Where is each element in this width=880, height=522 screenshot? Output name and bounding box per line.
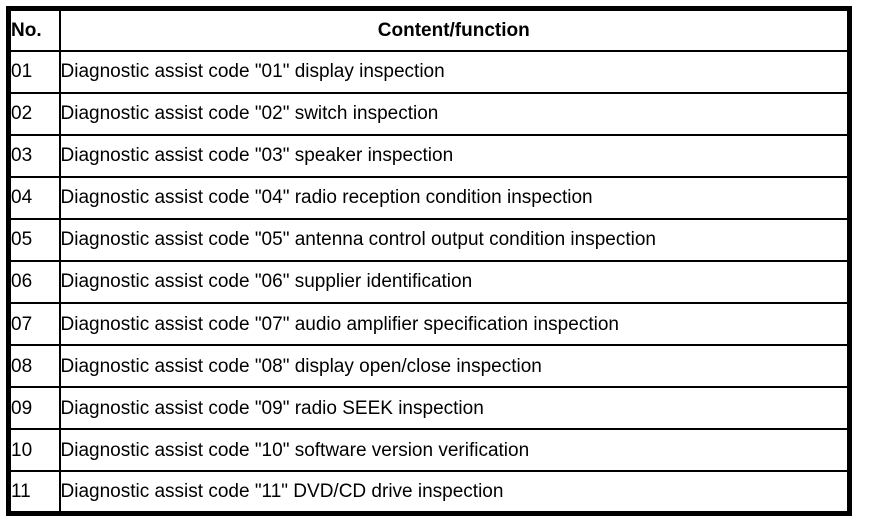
diagnostic-assist-code-table: No. Content/function 01 Diagnostic assis…	[6, 6, 852, 516]
row-content-cell: Diagnostic assist code "03" speaker insp…	[58, 133, 851, 178]
row-number-cell: 09	[7, 386, 61, 431]
table-row: 03 Diagnostic assist code "03" speaker i…	[7, 133, 851, 178]
header-content-function: Content/function	[58, 7, 851, 52]
table-row: 09 Diagnostic assist code "09" radio SEE…	[7, 386, 851, 431]
table-row: 06 Diagnostic assist code "06" supplier …	[7, 259, 851, 304]
row-number-cell: 06	[7, 259, 61, 304]
row-number-cell: 05	[7, 217, 61, 262]
table-row: 07 Diagnostic assist code "07" audio amp…	[7, 301, 851, 347]
table-row: 11 Diagnostic assist code "11" DVD/CD dr…	[7, 470, 851, 515]
row-content-cell: Diagnostic assist code "11" DVD/CD drive…	[58, 470, 851, 515]
row-content-cell: Diagnostic assist code "08" display open…	[58, 344, 851, 389]
row-number-cell: 11	[7, 470, 61, 515]
table-row: 08 Diagnostic assist code "08" display o…	[7, 344, 851, 389]
row-content-cell: Diagnostic assist code "01" display insp…	[58, 49, 851, 94]
row-content-cell: Diagnostic assist code "05" antenna cont…	[58, 217, 851, 262]
row-content-cell: Diagnostic assist code "07" audio amplif…	[58, 301, 851, 347]
row-number-cell: 08	[7, 344, 61, 389]
row-number-cell: 02	[7, 91, 61, 136]
table-row: 05 Diagnostic assist code "05" antenna c…	[7, 217, 851, 262]
table-header-row: No. Content/function	[7, 7, 851, 52]
table-row: 04 Diagnostic assist code "04" radio rec…	[7, 175, 851, 220]
row-number-cell: 03	[7, 133, 61, 178]
row-number-cell: 01	[7, 49, 61, 94]
row-number-cell: 07	[7, 301, 61, 347]
table-row: 10 Diagnostic assist code "10" software …	[7, 428, 851, 473]
row-content-cell: Diagnostic assist code "09" radio SEEK i…	[58, 386, 851, 431]
row-number-cell: 04	[7, 175, 61, 220]
table-row: 02 Diagnostic assist code "02" switch in…	[7, 91, 851, 136]
row-content-cell: Diagnostic assist code "10" software ver…	[58, 428, 851, 473]
row-content-cell: Diagnostic assist code "06" supplier ide…	[58, 259, 851, 304]
row-number-cell: 10	[7, 428, 61, 473]
header-no: No.	[7, 7, 61, 52]
row-content-cell: Diagnostic assist code "04" radio recept…	[58, 175, 851, 220]
table-row: 01 Diagnostic assist code "01" display i…	[7, 49, 851, 94]
row-content-cell: Diagnostic assist code "02" switch inspe…	[58, 91, 851, 136]
